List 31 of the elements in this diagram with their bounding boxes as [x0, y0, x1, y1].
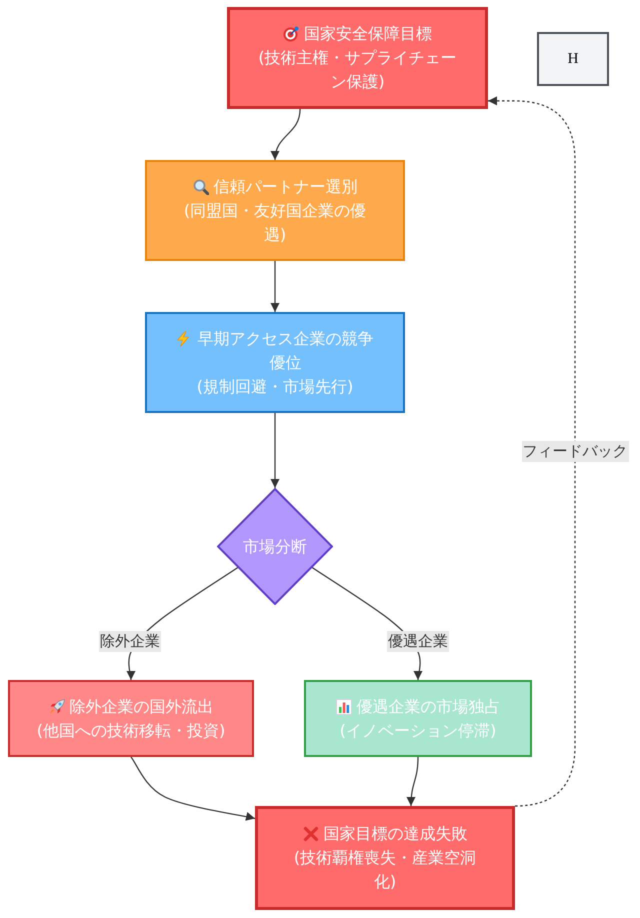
process-box	[537, 32, 609, 86]
node-title: 除外企業の国外流出	[70, 696, 214, 718]
arrow	[406, 756, 419, 806]
edge-label: フィードバック	[522, 440, 628, 462]
dashed-arrow	[488, 96, 576, 807]
process-box	[145, 160, 405, 261]
node-title: 国家目標の達成失敗	[324, 823, 468, 845]
process-box	[145, 312, 405, 413]
node-title: 優遇企業の市場独占	[356, 696, 500, 718]
node-text: (技術覇権喪失・産業空洞化)	[292, 847, 478, 893]
node-text: (イノベーション停滞)	[340, 720, 496, 742]
process-box	[227, 7, 488, 109]
node-text: (同盟国・友好国企業の優遇)	[182, 200, 368, 246]
process-box	[255, 806, 515, 910]
node-label: H	[568, 50, 578, 69]
node-text: (技術主権・サプライチェーン保護)	[258, 47, 458, 93]
decision-diamond	[217, 488, 333, 605]
edge-label: 優遇企業	[387, 630, 449, 652]
node-title: 国家安全保障目標	[304, 23, 432, 45]
node-text: (規制回避・市場先行)	[196, 376, 354, 398]
edge-label: 除外企業	[99, 630, 161, 652]
node-title: 信頼パートナー選別	[214, 176, 358, 198]
arrow	[130, 756, 256, 821]
arrow	[270, 413, 280, 488]
process-box	[8, 680, 254, 757]
process-box	[304, 680, 532, 757]
node-title: 早期アクセス企業の競争優位	[196, 328, 374, 374]
node-text: (他国への技術移転・投資)	[36, 720, 226, 742]
node-title: 市場分断	[243, 536, 307, 558]
arrow	[271, 108, 301, 160]
arrow	[270, 261, 280, 312]
